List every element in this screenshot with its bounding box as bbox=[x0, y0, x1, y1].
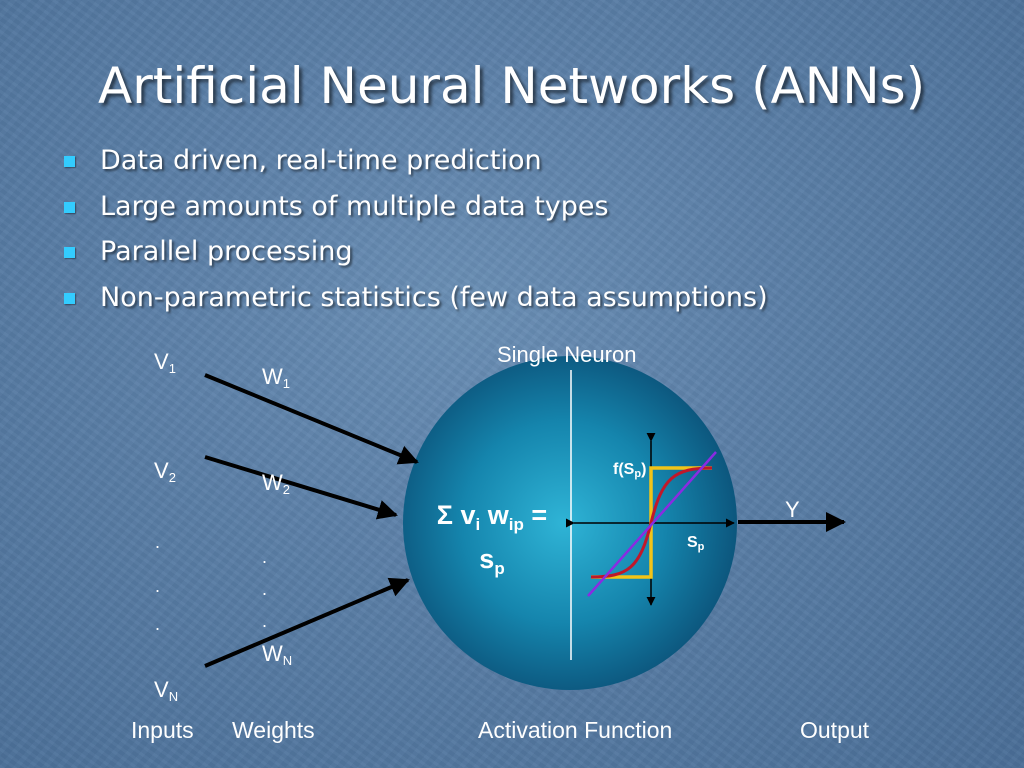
square-bullet-icon bbox=[64, 292, 75, 304]
weighted-sum-equation: Σ vi wip = sp bbox=[430, 498, 554, 586]
bullet-item: Large amounts of multiple data types bbox=[62, 184, 768, 230]
input-arrow-2 bbox=[204, 455, 398, 520]
input-label-vn: VN bbox=[154, 678, 178, 709]
bullet-item: Data driven, real-time prediction bbox=[62, 138, 768, 184]
weight-label-base: W bbox=[262, 470, 283, 495]
input-arrow-1 bbox=[204, 373, 419, 465]
sp-axis-sub: p bbox=[697, 541, 705, 553]
square-bullet-icon bbox=[64, 156, 75, 167]
weight-label-w2: W2 bbox=[262, 471, 290, 502]
bullet-list: Data driven, real-time prediction Large … bbox=[62, 138, 768, 320]
sigma-symbol: Σ bbox=[436, 500, 453, 530]
weight-ellipsis-dot: . bbox=[262, 579, 268, 599]
weight-ellipsis-dot: . bbox=[262, 611, 268, 631]
bullet-text: Parallel processing bbox=[100, 236, 353, 267]
output-label-y: Y bbox=[785, 497, 800, 522]
weighted-sum-result: sp bbox=[430, 542, 554, 586]
weight-label-w1: W1 bbox=[262, 365, 290, 396]
input-ellipsis-dot: . bbox=[155, 614, 161, 634]
input-ellipsis-dot: . bbox=[155, 532, 161, 552]
fsp-sub: p bbox=[634, 468, 642, 480]
input-label-base: V bbox=[154, 677, 169, 702]
weights-label: Weights bbox=[232, 717, 315, 743]
input-arrow-n bbox=[204, 577, 410, 668]
bullet-item: Non-parametric statistics (few data assu… bbox=[62, 275, 768, 321]
sum-v: v bbox=[460, 500, 476, 530]
slide-title: Artificial Neural Networks (ANNs) bbox=[98, 57, 926, 115]
sigmoid-function-curve bbox=[590, 466, 713, 579]
input-ellipsis-dot: . bbox=[155, 576, 161, 596]
weight-label-base: W bbox=[262, 641, 283, 666]
sum-equals: = bbox=[531, 500, 548, 530]
weight-label-base: W bbox=[262, 364, 283, 389]
linear-function-line bbox=[587, 451, 717, 597]
input-label-v1: V1 bbox=[154, 350, 176, 381]
sum-w: w bbox=[487, 500, 509, 530]
input-label-sub: 2 bbox=[168, 470, 176, 485]
weighted-sum-line: Σ vi wip = bbox=[430, 498, 554, 542]
sum-v-sub: i bbox=[475, 515, 481, 534]
square-bullet-icon bbox=[64, 247, 75, 258]
sum-w-sub: ip bbox=[508, 515, 524, 534]
weight-label-sub: N bbox=[282, 653, 293, 668]
activation-function-label: f(Sp) bbox=[613, 461, 646, 480]
bullet-text: Large amounts of multiple data types bbox=[100, 190, 609, 222]
bullet-item: Parallel processing bbox=[62, 229, 768, 275]
weight-label-sub: 1 bbox=[282, 376, 290, 391]
fsp-suffix: ) bbox=[641, 461, 647, 478]
input-label-sub: 1 bbox=[168, 361, 176, 376]
output-caption: Output bbox=[800, 717, 870, 743]
input-label-base: V bbox=[154, 349, 169, 374]
fsp-prefix: f(S bbox=[613, 461, 635, 478]
inputs-label: Inputs bbox=[131, 717, 194, 743]
bullet-text: Data driven, real-time prediction bbox=[100, 145, 542, 176]
bullet-text: Non-parametric statistics (few data assu… bbox=[100, 281, 768, 313]
sp-axis-base: S bbox=[687, 534, 698, 551]
single-neuron-label: Single Neuron bbox=[497, 342, 637, 367]
input-label-sub: N bbox=[168, 689, 179, 704]
square-bullet-icon bbox=[64, 201, 75, 213]
input-label-base: V bbox=[154, 458, 169, 483]
weight-label-sub: 2 bbox=[282, 482, 290, 497]
input-label-v2: V2 bbox=[154, 459, 176, 490]
sum-s: s bbox=[479, 544, 495, 574]
sum-s-sub: p bbox=[494, 559, 505, 578]
weight-label-wn: WN bbox=[262, 642, 292, 673]
sp-axis-label: Sp bbox=[687, 534, 704, 553]
activation-function-caption: Activation Function bbox=[478, 717, 673, 743]
weight-ellipsis-dot: . bbox=[262, 547, 268, 567]
